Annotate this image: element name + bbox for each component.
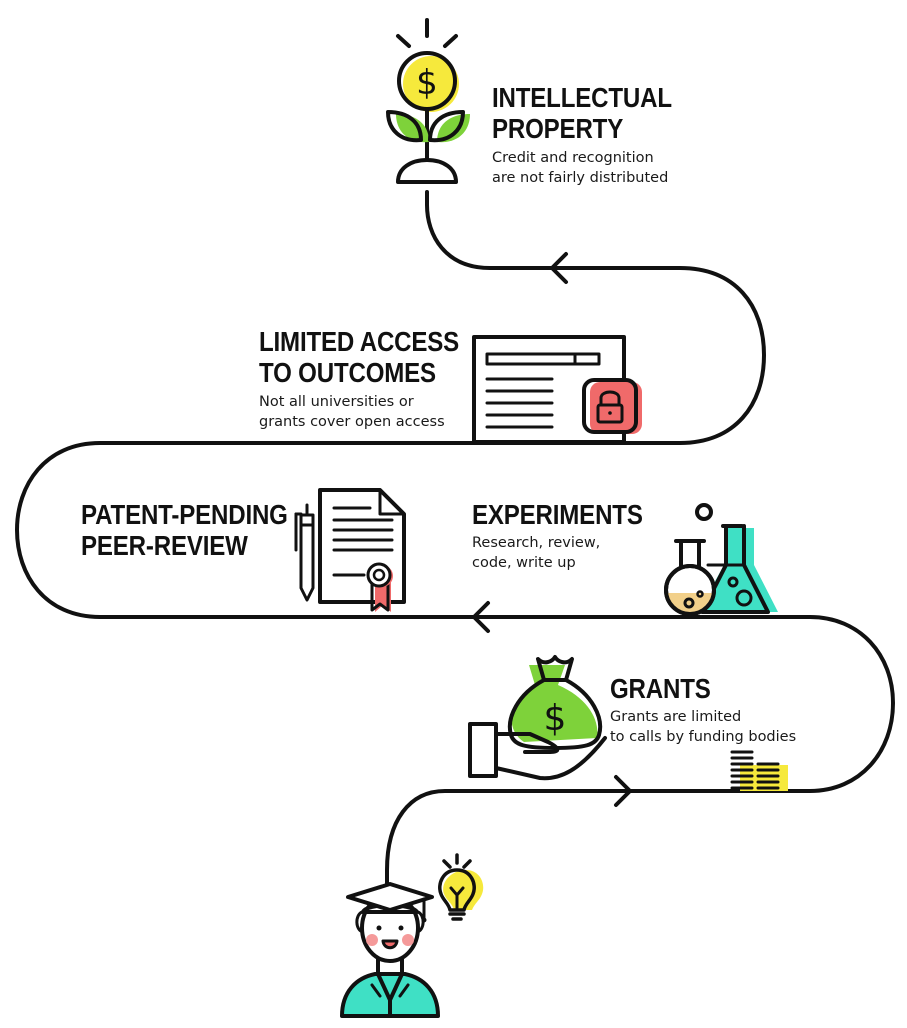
stage-peer-review: PATENT-PENDING PEER-REVIEW: [81, 499, 321, 561]
stage-description: Research, review, code, write up: [472, 533, 671, 573]
lab-flasks-icon: [664, 503, 778, 616]
lightbulb-icon: [438, 853, 484, 921]
description-line: are not fairly distributed: [492, 170, 669, 186]
stage-experiments: EXPERIMENTS Research, review, code, writ…: [472, 499, 671, 573]
stage-description: Grants are limited to calls by funding b…: [610, 707, 796, 747]
title-line: EXPERIMENTS: [472, 499, 643, 530]
money-bag-hand-icon: $: [468, 655, 607, 781]
stage-title: INTELLECTUAL PROPERTY: [492, 82, 672, 144]
money-plant-icon: $: [386, 18, 470, 184]
locked-document-icon: [472, 335, 642, 444]
description-line: Credit and recognition: [492, 150, 654, 166]
stage-description: Not all universities or grants cover ope…: [259, 392, 492, 432]
description-line: grants cover open access: [259, 414, 445, 430]
stage-title: GRANTS: [610, 673, 770, 704]
description-line: Grants are limited: [610, 709, 742, 725]
description-line: code, write up: [472, 555, 576, 571]
title-line: LIMITED ACCESS: [259, 326, 460, 357]
title-line: PATENT-PENDING: [81, 499, 288, 530]
direction-arrow-left-top: [550, 252, 568, 284]
direction-arrow-left-middle: [472, 601, 490, 633]
title-line: GRANTS: [610, 673, 711, 704]
svg-text:$: $: [416, 63, 438, 103]
direction-arrow-right-bottom: [614, 775, 632, 807]
description-line: to calls by funding bodies: [610, 729, 797, 745]
stage-grants: GRANTS Grants are limited to calls by fu…: [610, 673, 796, 747]
title-line: INTELLECTUAL: [492, 82, 672, 113]
stage-intellectual-property: INTELLECTUAL PROPERTY Credit and recogni…: [492, 82, 701, 188]
coin-stack-icon: [730, 750, 788, 791]
title-line: PEER-REVIEW: [81, 530, 248, 561]
title-line: TO OUTCOMES: [259, 357, 436, 388]
stage-title: EXPERIMENTS: [472, 499, 643, 530]
stage-limited-access: LIMITED ACCESS TO OUTCOMES Not all unive…: [259, 326, 492, 432]
certificate-pen-icon: [294, 488, 406, 612]
winding-path-line: [15, 190, 895, 887]
stage-title: PATENT-PENDING PEER-REVIEW: [81, 499, 288, 561]
stage-description: Credit and recognition are not fairly di…: [492, 148, 701, 188]
description-line: Not all universities or: [259, 394, 414, 410]
description-line: Research, review,: [472, 535, 601, 551]
title-line: PROPERTY: [492, 113, 624, 144]
svg-text:$: $: [544, 698, 567, 739]
graduate-student-icon: [340, 882, 440, 1018]
stage-title: LIMITED ACCESS TO OUTCOMES: [259, 326, 459, 388]
